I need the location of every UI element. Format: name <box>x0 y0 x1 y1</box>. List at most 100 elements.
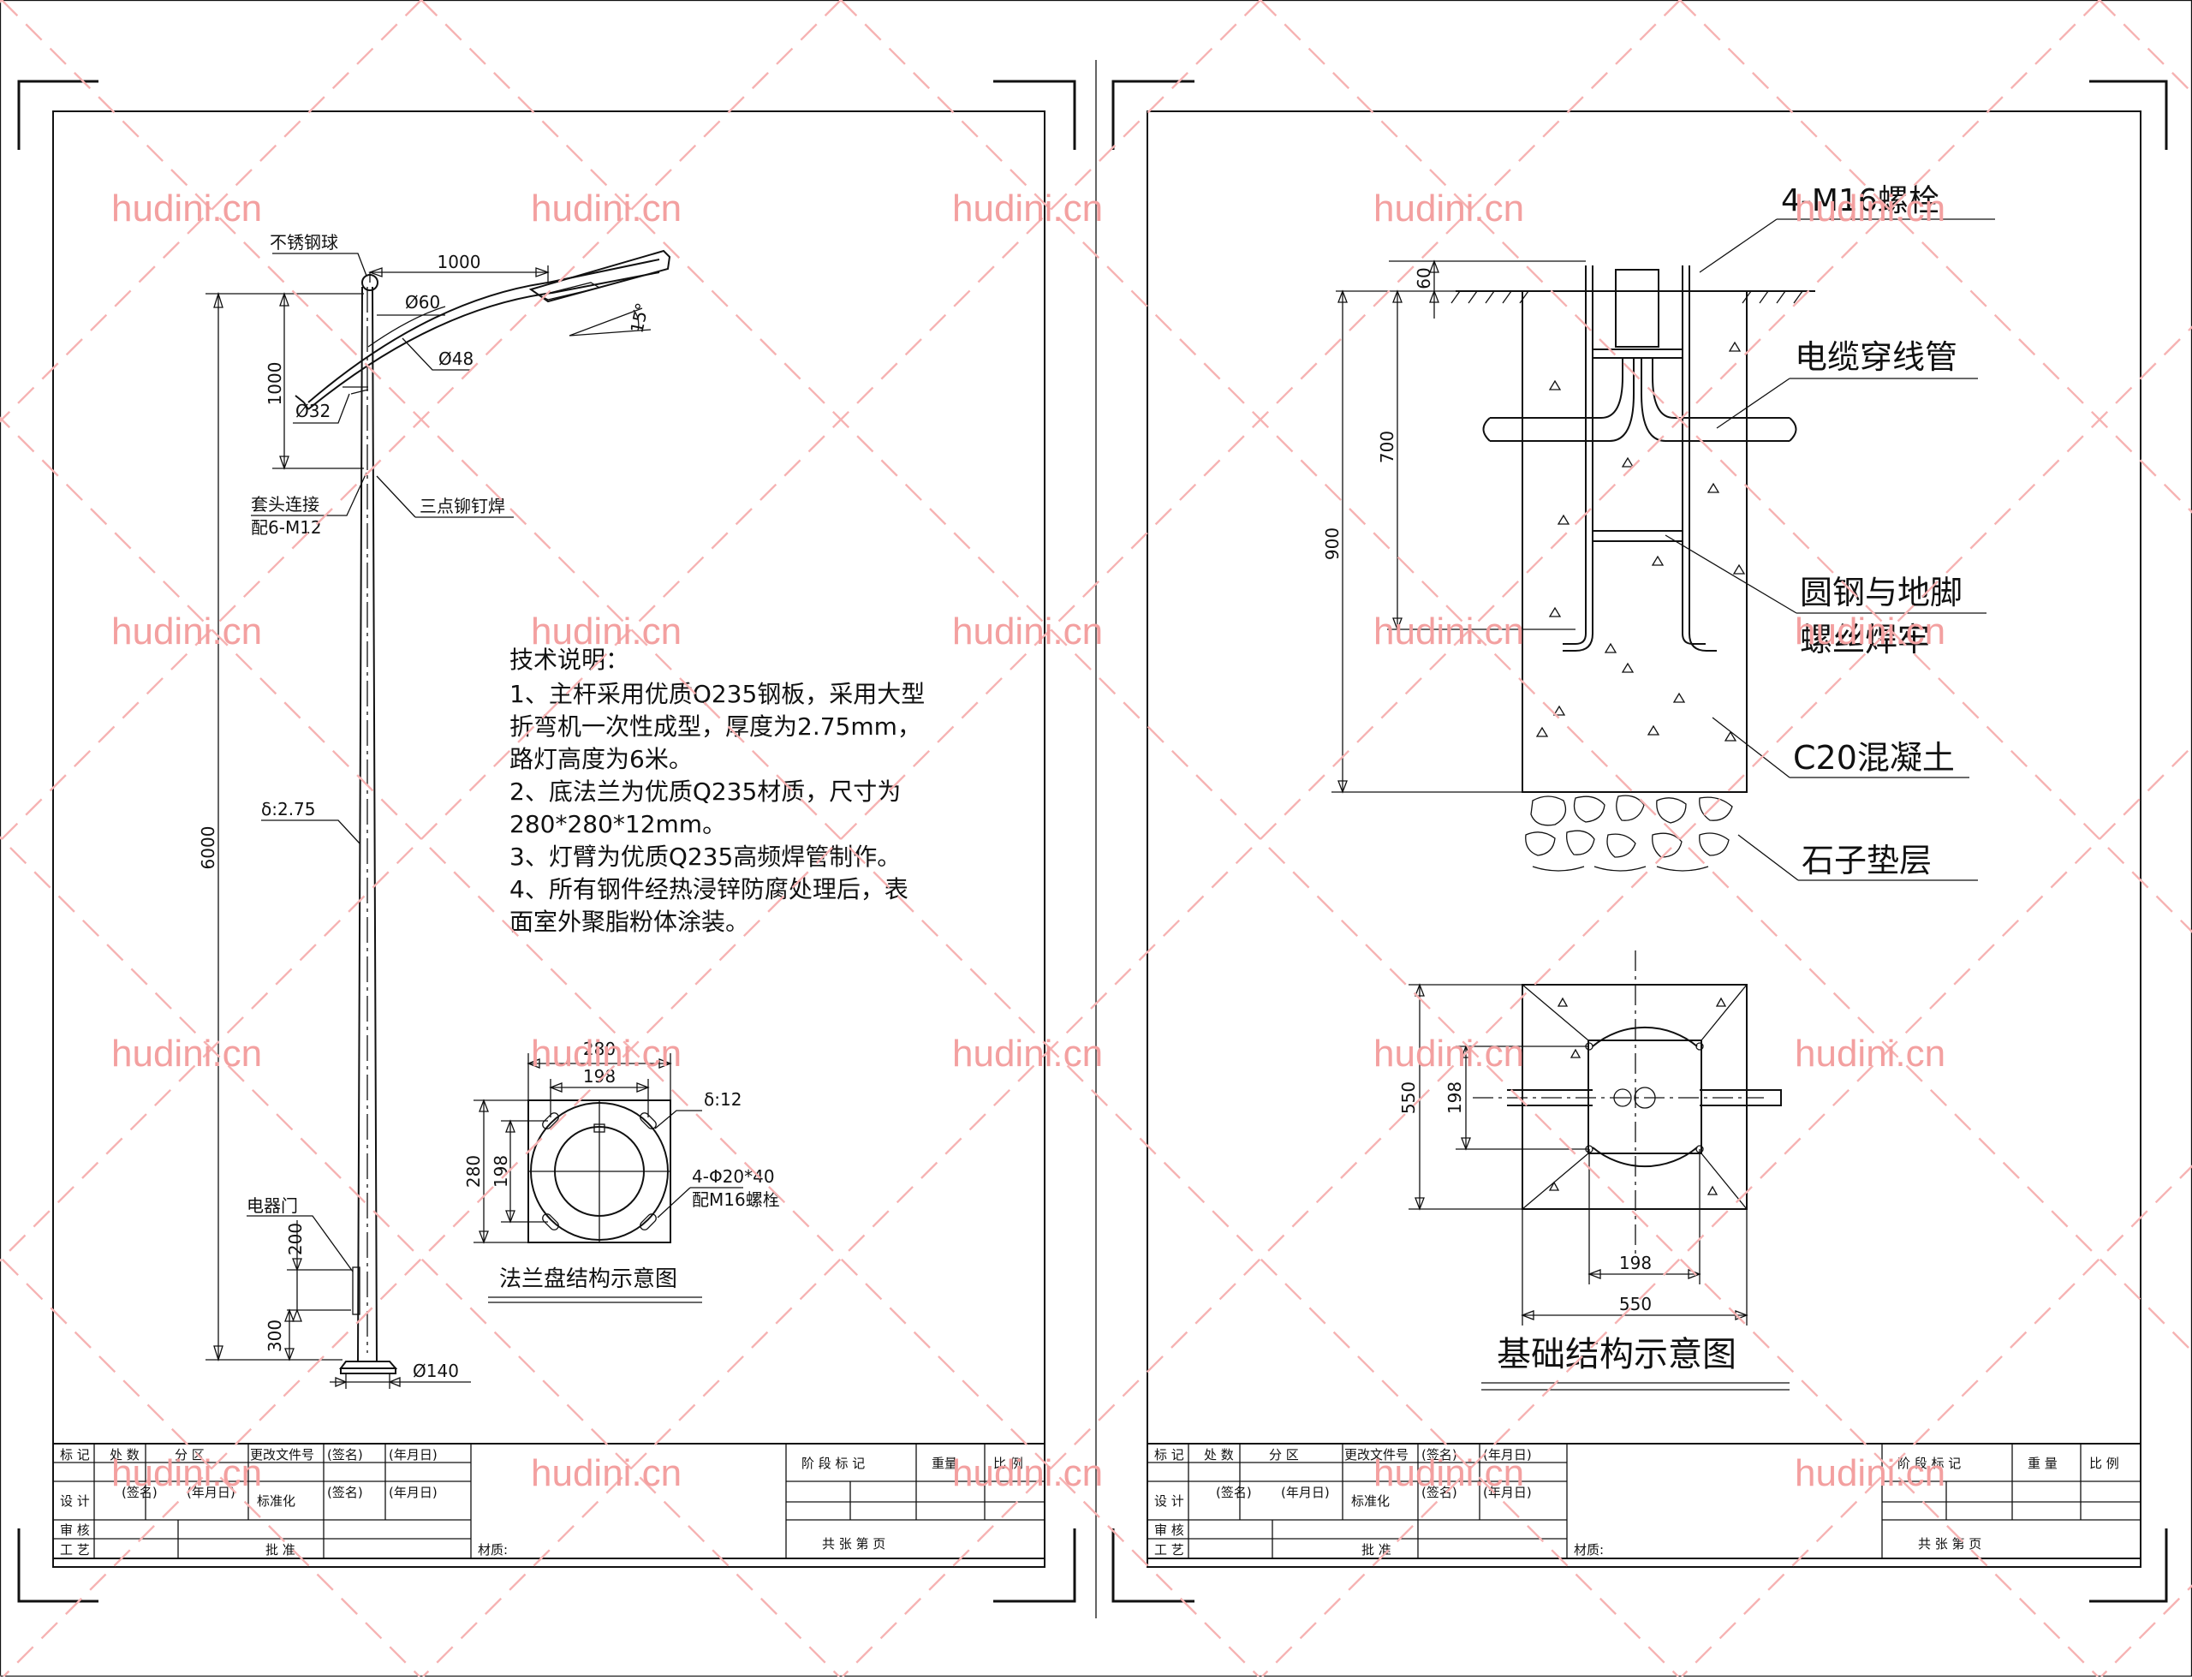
tech-notes: 技术说明： 1、主杆采用优质Q235钢板，采用大型 折弯机一次性成型，厚度为2.… <box>509 646 925 936</box>
watermark-text: hudini.cn <box>111 611 262 652</box>
tb-l-r2c4: 标准化 <box>257 1493 295 1509</box>
tech-line-8: 面室外聚脂粉体涂装。 <box>509 908 749 936</box>
watermark-text: hudini.cn <box>531 188 682 229</box>
watermark-text: hudini.cn <box>111 1452 262 1494</box>
dim-arm-height: 1000 <box>265 362 285 406</box>
label-weld: 三点铆钉焊 <box>420 496 505 516</box>
watermark-diagonal <box>840 0 2192 1353</box>
tb-l-r1c3: 分 区 <box>175 1447 205 1463</box>
flange-holes: 4-Φ20*40 <box>692 1166 775 1187</box>
flange-h280: 280 <box>463 1155 484 1188</box>
tb-r-r1c2: 处 数 <box>1204 1447 1234 1463</box>
tb-l-r2c5: (签名) <box>327 1485 363 1500</box>
tb-l-r1c6: (年月日) <box>389 1447 438 1463</box>
tb-l-r3c1: 审 核 <box>60 1522 90 1538</box>
watermark-diagonal <box>0 836 840 1677</box>
tb-l-material: 材质: <box>478 1542 508 1558</box>
label-d48: Ø48 <box>438 349 474 369</box>
watermark-diagonal <box>842 325 2192 1677</box>
watermark-text: hudini.cn <box>111 1033 262 1075</box>
watermark-text: hudini.cn <box>952 188 1103 229</box>
tb-l-r1c1: 标 记 <box>60 1447 90 1463</box>
tb-l-weight: 重量 <box>932 1456 957 1471</box>
tb-r-r2c4: 标准化 <box>1351 1493 1390 1509</box>
tb-l-r1c2: 处 数 <box>110 1447 140 1463</box>
watermark-text: hudini.cn <box>1795 188 1945 229</box>
tb-r-r4c2: 批 准 <box>1361 1542 1391 1558</box>
watermark-diagonal <box>422 0 2100 1677</box>
watermark-diagonal <box>2100 1584 2192 1677</box>
tech-line-6: 3、灯臂为优质Q235高频焊管制作。 <box>509 843 901 871</box>
watermark-text: hudini.cn <box>1373 1033 1524 1075</box>
watermark-text: hudini.cn <box>1795 1033 1945 1075</box>
tb-r-sheets: 共 张 第 页 <box>1918 1536 1981 1552</box>
tb-l-r2c6: (年月日) <box>389 1485 438 1500</box>
flange-bolts: 配M16螺栓 <box>692 1189 780 1210</box>
found-bolt: 4-M16螺栓 <box>1781 183 1939 218</box>
label-d60: Ø60 <box>405 292 440 313</box>
watermark-text: hudini.cn <box>531 1452 682 1494</box>
watermark-text: hudini.cn <box>1373 611 1524 652</box>
tb-r-r1c6: (年月日) <box>1483 1447 1532 1463</box>
watermark-text: hudini.cn <box>531 1033 682 1075</box>
tb-l-r1c5: (签名) <box>327 1447 363 1463</box>
flange-w280: 280 <box>583 1039 616 1059</box>
watermark-diagonal <box>1679 0 2192 514</box>
found-conduit: 电缆穿线管 <box>1795 338 1957 376</box>
tb-l-r2c3: (年月日) <box>187 1485 235 1500</box>
tech-line-4: 2、底法兰为优质Q235材质，尺寸为 <box>509 777 901 806</box>
watermark-diagonal <box>3 0 1681 1677</box>
watermark-text: hudini.cn <box>1373 1452 1524 1494</box>
found-weld1: 圆钢与地脚 <box>1800 574 1963 611</box>
watermark-diagonal <box>0 0 422 423</box>
plan-h550: 550 <box>1398 1081 1419 1114</box>
tb-r-r2c6: (年月日) <box>1483 1485 1532 1500</box>
title-block-left: 标 记 处 数 分 区 更改文件号 (签名) (年月日) 设 计 (签名) (年… <box>52 1443 1045 1559</box>
watermark-diagonal <box>1261 745 2192 1677</box>
tb-r-r2c5: (签名) <box>1421 1485 1457 1500</box>
watermark-text: hudini.cn <box>1795 611 1945 652</box>
watermark-text: hudini.cn <box>952 1452 1103 1494</box>
tech-line-2: 折弯机一次性成型，厚度为2.75mm， <box>509 712 921 741</box>
tb-l-sheets: 共 张 第 页 <box>822 1536 885 1552</box>
dim-base-h: 300 <box>265 1320 285 1352</box>
title-block-right: 标 记 处 数 分 区 更改文件号 (签名) (年月日) 设 计 (签名) (年… <box>1147 1443 2141 1559</box>
watermark-diagonal <box>1 0 1679 1677</box>
watermark-text: hudini.cn <box>1373 188 1524 229</box>
tb-l-stage: 阶 段 标 记 <box>801 1456 865 1471</box>
plan-h198: 198 <box>1444 1081 1465 1114</box>
label-ball: 不锈钢球 <box>270 232 338 253</box>
found-d60: 60 <box>1414 267 1434 289</box>
tb-r-stage: 阶 段 标 记 <box>1897 1456 1961 1471</box>
tb-r-r1c5: (签名) <box>1421 1447 1457 1463</box>
flange-plate: 280 198 280 198 δ:12 4-Φ20*40 配M16螺栓 法兰盘… <box>463 1039 780 1303</box>
tb-l-r2c1: 设 计 <box>60 1493 90 1509</box>
tb-r-r2c3: (年月日) <box>1281 1485 1330 1500</box>
tb-r-r1c4: 更改文件号 <box>1344 1447 1409 1463</box>
tech-line-7: 4、所有钢件经热浸锌防腐处理后，表 <box>509 875 908 903</box>
watermark-diagonal <box>420 0 2099 1677</box>
plan-w198: 198 <box>1619 1253 1652 1273</box>
watermark-text: hudini.cn <box>1795 1452 1945 1494</box>
tb-l-r4c2: 批 准 <box>265 1542 295 1558</box>
flange-title: 法兰盘结构示意图 <box>499 1266 677 1292</box>
watermark-diagonal <box>1260 0 2192 933</box>
flange-thk: δ:12 <box>704 1089 742 1110</box>
watermark-texts: hudini.cn hudini.cn hudini.cn hudini.cn hudi… <box>111 188 1945 1494</box>
dim-base-d: Ø140 <box>413 1361 459 1381</box>
watermark-diagonal <box>0 416 1260 1677</box>
label-door: 电器门 <box>247 1195 298 1216</box>
label-joint-bolt: 配6-M12 <box>251 517 322 538</box>
label-d32: Ø32 <box>295 401 331 421</box>
watermark-diagonal <box>0 0 842 843</box>
tb-r-r2c2: (签名) <box>1216 1485 1252 1500</box>
watermark-text: hudini.cn <box>952 1033 1103 1075</box>
foundation-section: 60 700 900 4-M16螺栓 电缆穿线管 圆钢与地脚 螺丝焊牢 C20混… <box>1322 183 1995 881</box>
tech-line-5: 280*280*12mm。 <box>509 810 726 838</box>
watermark-text: hudini.cn <box>531 611 682 652</box>
plan-w550: 550 <box>1619 1294 1652 1314</box>
found-d700: 700 <box>1377 431 1397 463</box>
label-thickness: δ:2.75 <box>261 799 316 819</box>
found-concrete: C20混凝土 <box>1793 739 1955 777</box>
